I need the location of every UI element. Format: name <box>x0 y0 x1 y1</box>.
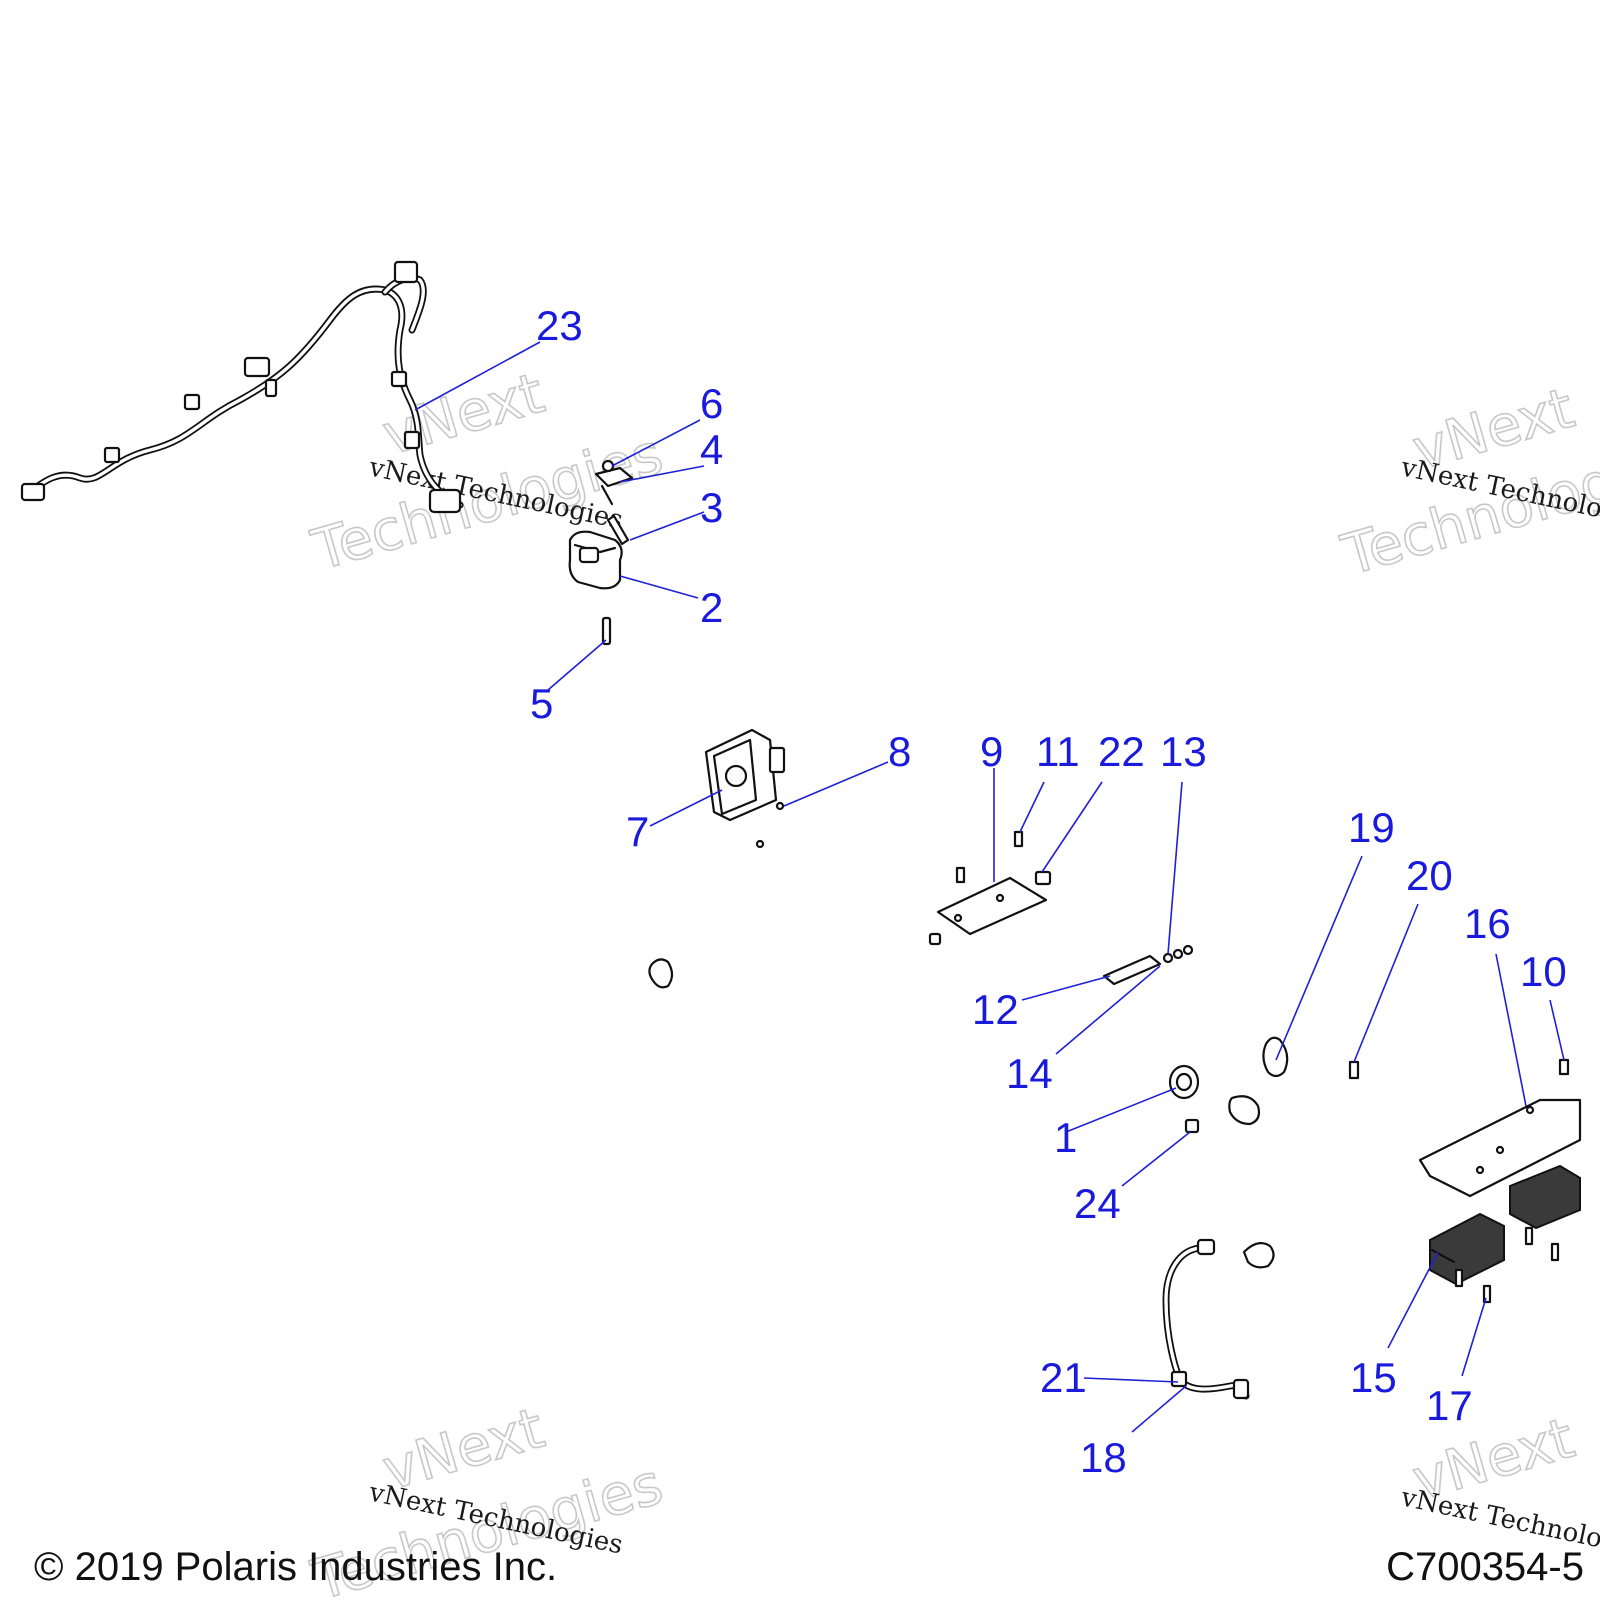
callout-2: 2 <box>700 584 723 631</box>
leader-2 <box>619 575 699 599</box>
leader-7 <box>649 789 723 827</box>
callout-24: 24 <box>1074 1180 1121 1227</box>
leader-12 <box>1021 975 1111 1001</box>
part-9-plate <box>928 876 1048 946</box>
part-23-wiring-harness <box>20 260 464 514</box>
part-1-grommet <box>1168 1064 1200 1100</box>
part-17-screws <box>1454 1226 1560 1304</box>
leader-14 <box>1055 965 1161 1055</box>
part-5-stud <box>601 616 612 646</box>
part-6-nut <box>601 459 615 473</box>
leader-10 <box>1549 999 1565 1061</box>
callout-3: 3 <box>700 484 723 531</box>
callout-20: 20 <box>1406 852 1453 899</box>
part-24-fitting <box>1184 1118 1200 1134</box>
leader-22 <box>1041 781 1103 873</box>
leader-5 <box>547 639 607 691</box>
part-clamp-lower <box>1242 1241 1275 1269</box>
callout-8: 8 <box>888 728 911 775</box>
part-15-module <box>1429 1212 1505 1286</box>
callout-5: 5 <box>530 680 553 727</box>
leader-19 <box>1275 855 1363 1061</box>
leader-21 <box>1083 1377 1179 1383</box>
clip-icon <box>390 370 408 388</box>
part-12-bracket <box>1102 954 1162 986</box>
part-8-screw <box>775 801 785 811</box>
callout-22: 22 <box>1098 728 1145 775</box>
leader-16 <box>1495 953 1527 1107</box>
callout-21: 21 <box>1040 1354 1087 1401</box>
callout-11: 11 <box>1036 728 1080 775</box>
part-16-bracket <box>1418 1098 1582 1198</box>
part-11-bolt <box>955 830 1024 884</box>
part-18-sensor-harness <box>1162 1238 1250 1400</box>
part-2-coil <box>568 530 623 590</box>
connector-icon <box>20 482 46 502</box>
callout-labels: 23 6 4 3 2 5 7 8 9 11 22 13 12 14 19 20 … <box>530 302 1567 1481</box>
callout-13: 13 <box>1160 728 1207 775</box>
clip-icon <box>183 393 201 411</box>
leader-8 <box>783 761 889 807</box>
leader-13 <box>1167 781 1183 955</box>
part-7-ecu <box>704 728 786 849</box>
clip-icon <box>264 378 278 398</box>
callout-9: 9 <box>980 728 1003 775</box>
connector-icon <box>393 260 419 284</box>
callout-6: 6 <box>700 380 723 427</box>
callout-12: 12 <box>972 986 1019 1033</box>
part-4-bracket <box>594 466 634 506</box>
leader-20 <box>1353 903 1419 1063</box>
callout-14: 14 <box>1006 1050 1053 1097</box>
clip-icon <box>103 446 121 464</box>
connector-icon <box>243 356 271 378</box>
drawing-number: C700354-5 <box>1386 1545 1584 1589</box>
leader-17 <box>1461 1297 1487 1377</box>
callout-18: 18 <box>1080 1434 1127 1481</box>
part-20-bolt <box>1348 1060 1360 1080</box>
part-22-clip <box>1034 870 1052 886</box>
copyright-text: © 2019 Polaris Industries Inc. <box>34 1545 557 1589</box>
leader-18 <box>1131 1385 1187 1433</box>
callout-10: 10 <box>1520 948 1567 995</box>
callout-15: 15 <box>1350 1354 1397 1401</box>
connector-icon <box>428 488 462 514</box>
leader-3 <box>629 511 705 541</box>
callout-16: 16 <box>1464 900 1511 947</box>
callout-1: 1 <box>1054 1114 1077 1161</box>
part-clamp-left <box>648 958 674 989</box>
callout-17: 17 <box>1426 1382 1473 1429</box>
watermark-top-right: vNext Technologies vNext Technologies <box>1334 375 1600 589</box>
callout-4: 4 <box>700 426 723 473</box>
callout-7: 7 <box>626 808 649 855</box>
leader-4 <box>619 465 705 483</box>
part-clamp-mid <box>1228 1095 1261 1126</box>
callout-23: 23 <box>536 302 583 349</box>
clip-icon <box>403 430 421 450</box>
watermark-bottom-right: vNext vNext Technologies <box>1398 1405 1600 1565</box>
leader-15 <box>1387 1251 1439 1349</box>
part-3-pin <box>606 514 630 546</box>
leader-24 <box>1121 1131 1191 1187</box>
leader-1 <box>1065 1087 1177 1133</box>
part-13-washers <box>1162 944 1194 964</box>
leader-lines <box>414 341 1565 1433</box>
callout-19: 19 <box>1348 804 1395 851</box>
leader-11 <box>1019 781 1045 833</box>
part-16-module <box>1509 1164 1581 1230</box>
part-10-bolt <box>1558 1058 1570 1076</box>
leader-6 <box>611 419 701 467</box>
leader-23 <box>414 341 541 411</box>
